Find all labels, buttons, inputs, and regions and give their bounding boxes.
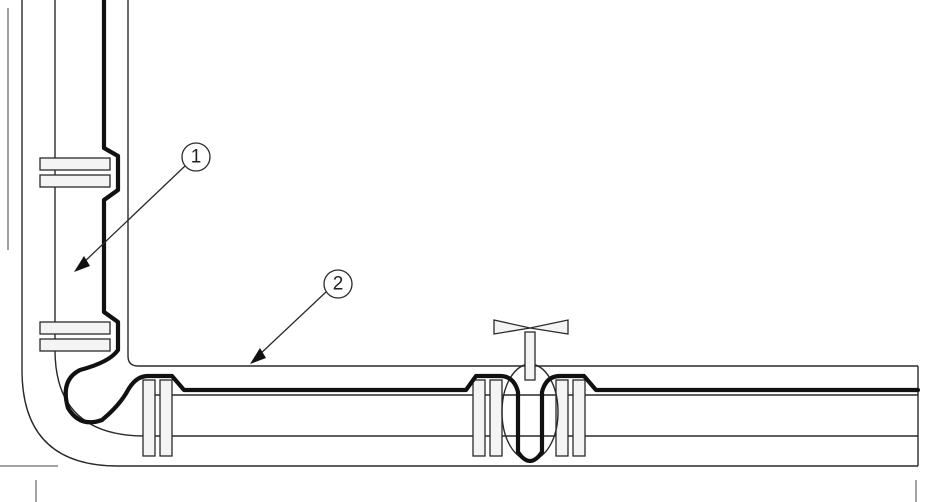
bracket-h2-right — [489, 379, 503, 457]
callout-2: 2 — [250, 269, 353, 364]
callout-1-leader — [81, 165, 186, 265]
callout-2-circle — [323, 269, 353, 299]
callout-1-label: 1 — [191, 147, 202, 168]
bracket-v1-top — [39, 157, 111, 171]
valve — [493, 319, 569, 461]
callout-2-leader — [257, 291, 327, 357]
bracket-h1-left — [142, 379, 156, 457]
valve-stem — [524, 331, 536, 381]
callout-1-arrowhead — [74, 256, 90, 272]
callout-1-circle — [181, 142, 211, 172]
bracket-v2-top — [39, 321, 111, 335]
pipe-outer-wall — [21, 0, 918, 467]
valve-handle — [493, 319, 569, 335]
pipe-inner-wall — [127, 0, 918, 367]
callout-1: 1 — [74, 142, 211, 272]
bracket-h3-right — [572, 379, 586, 457]
heating-cable — [63, 0, 921, 464]
bracket-v1-bottom — [39, 174, 111, 188]
bracket-h1-right — [159, 379, 173, 457]
bracket-h3-left — [555, 379, 569, 457]
callout-2-label: 2 — [333, 274, 344, 295]
pipe-elbow-inner — [54, 349, 146, 437]
vertical-brackets — [39, 157, 111, 352]
pipe — [21, 0, 919, 467]
frame-marks — [0, 8, 917, 502]
callout-2-arrowhead — [250, 348, 266, 364]
horizontal-brackets — [142, 379, 586, 457]
bracket-v2-bottom — [39, 338, 111, 352]
bracket-h2-left — [472, 379, 486, 457]
